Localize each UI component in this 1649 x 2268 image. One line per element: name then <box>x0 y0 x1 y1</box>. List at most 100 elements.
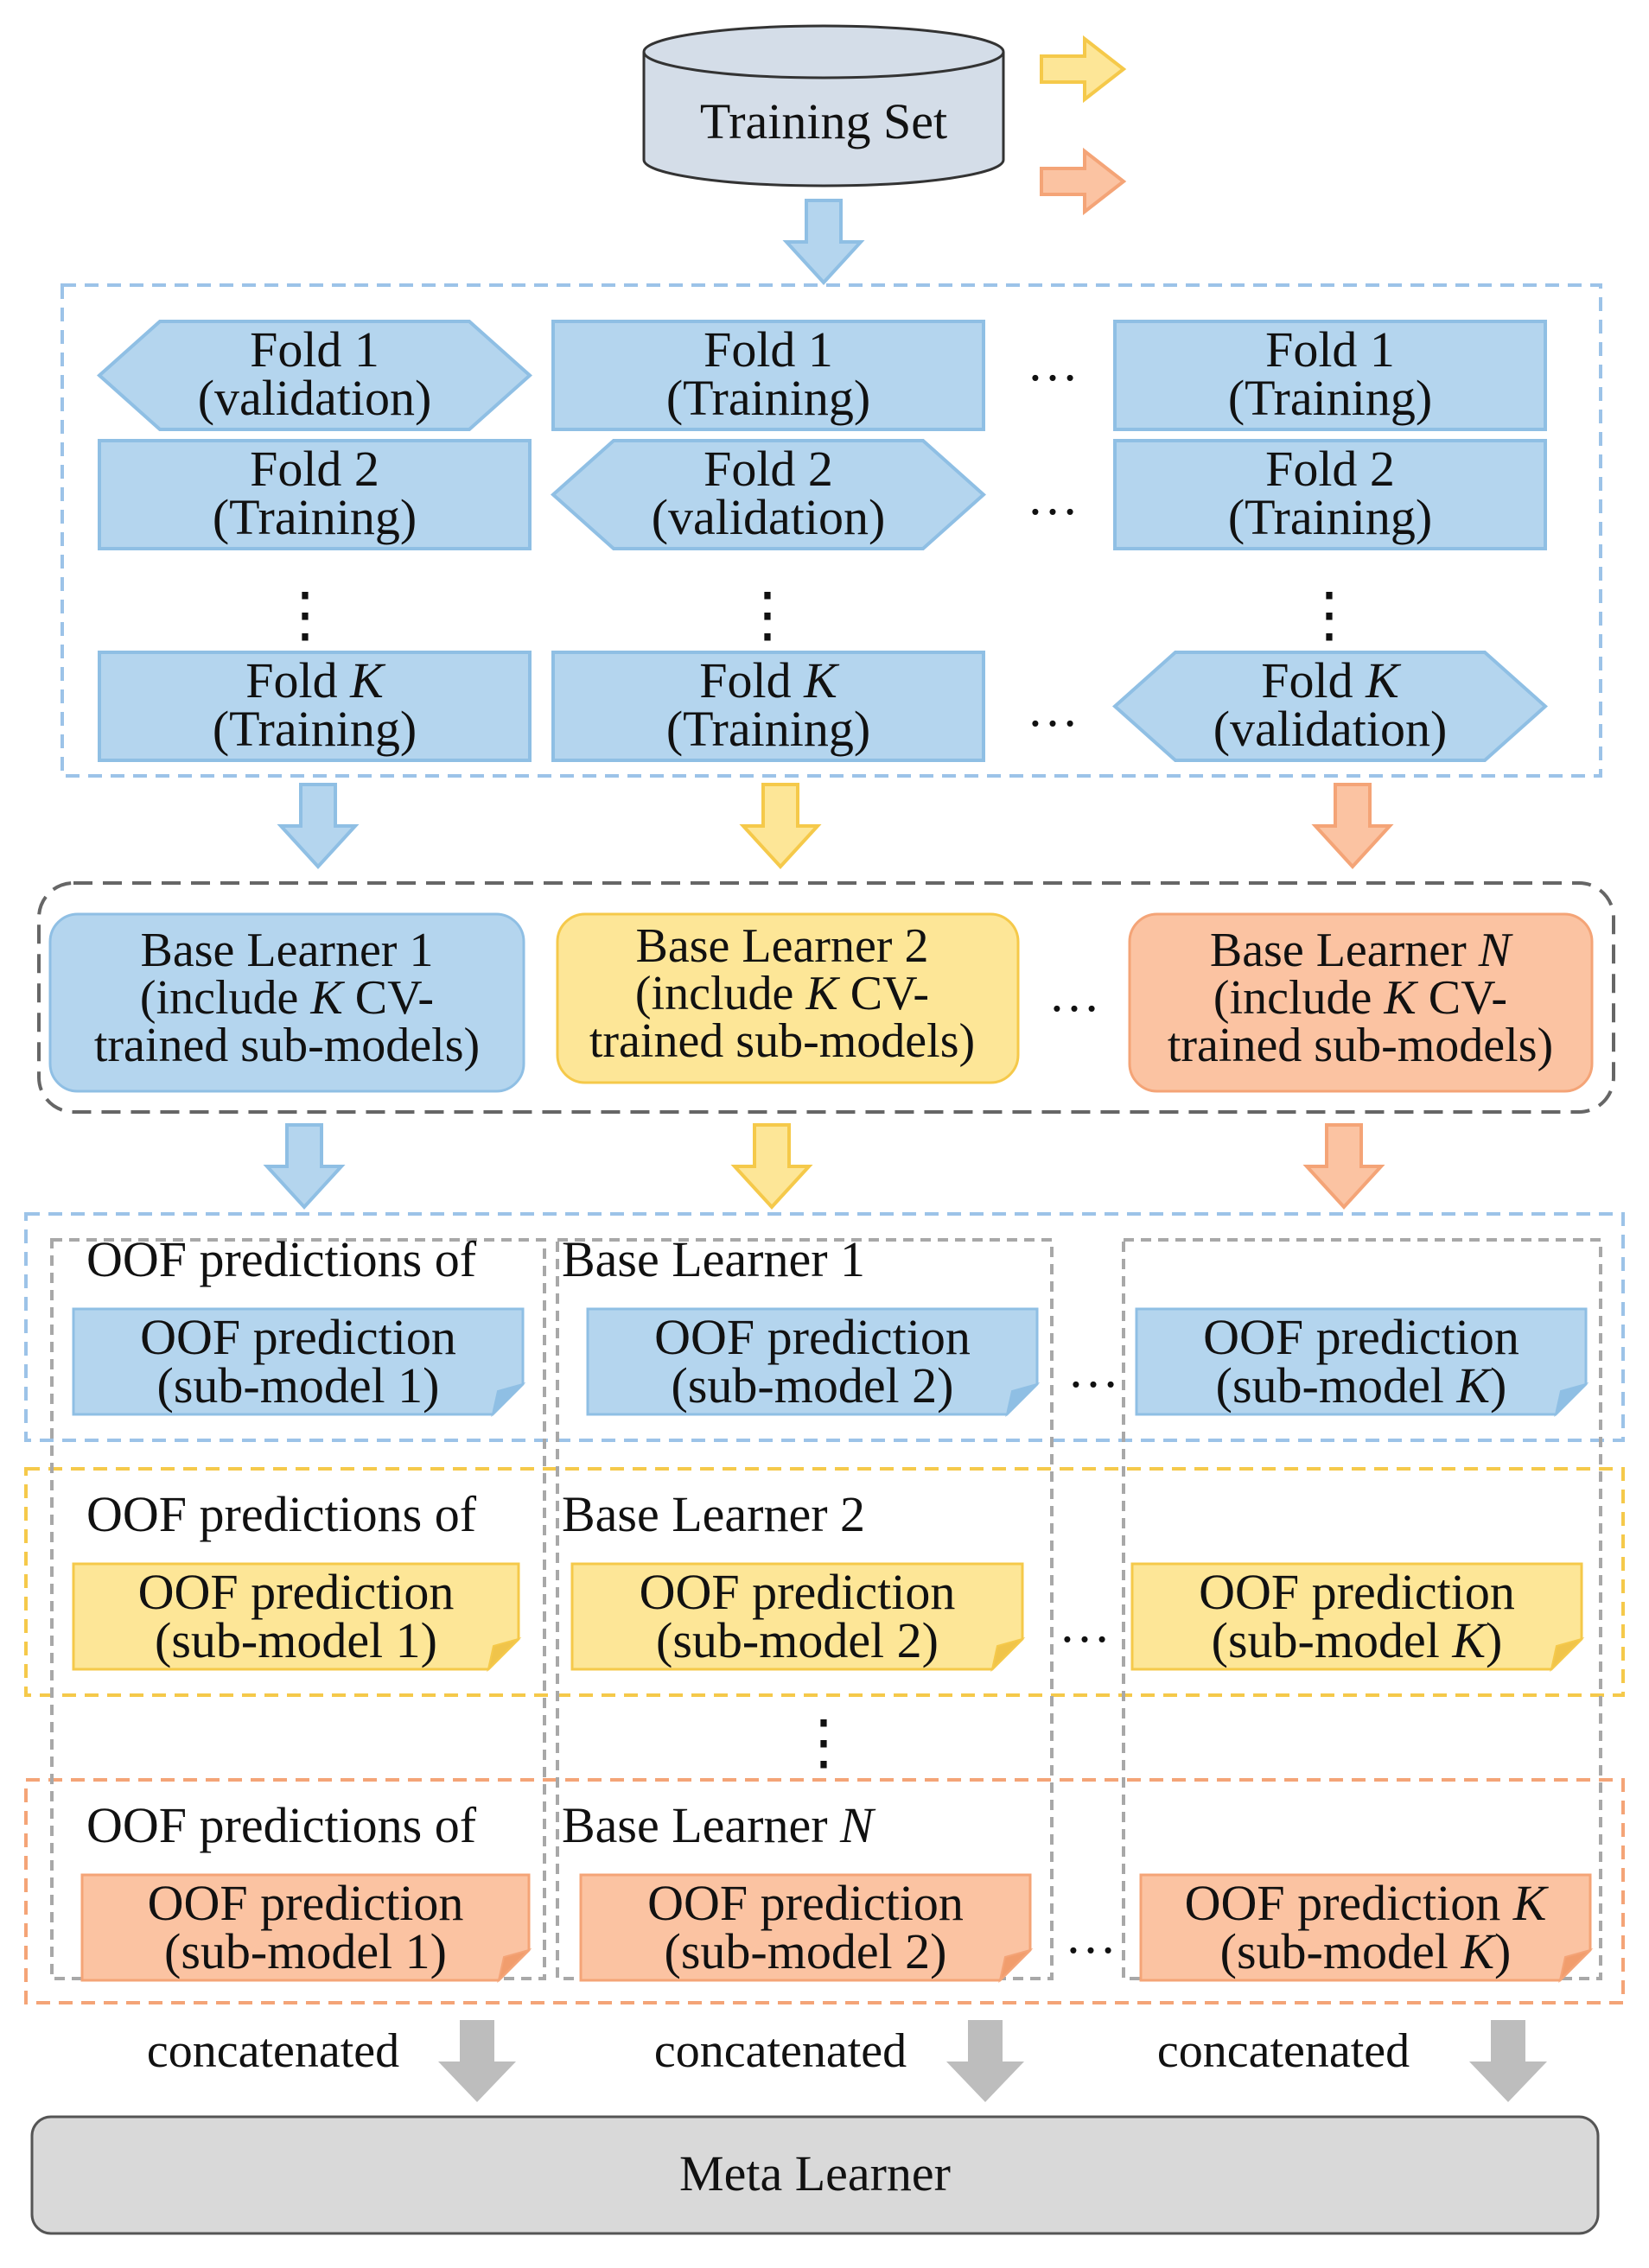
oof-card-line2: (sub-model 1) <box>164 1923 447 1979</box>
oof-card-line2: (sub-model 2) <box>672 1357 954 1414</box>
oof-card-submodel-k: OOF prediction K(sub-model K) <box>1139 1873 1594 1984</box>
folds-col3-vdots: ⋮ <box>1299 582 1359 649</box>
oof-group-n-container <box>24 1778 1625 2004</box>
fold-role: (Training) <box>213 489 417 545</box>
fold-2-col3: Fold 2(Training) <box>1113 439 1547 550</box>
concatenated-label-1: concatenated <box>147 2024 399 2078</box>
fold-name: Fold K <box>699 652 840 708</box>
oof-card-line2: (sub-model K) <box>1212 1612 1503 1668</box>
oof-card-submodel-2: OOF prediction(sub-model 2) <box>570 1562 1026 1673</box>
base-learner-n-line2: (include K CV- <box>1213 971 1507 1025</box>
legend-arrow-yellow <box>1040 35 1127 104</box>
oof-groups-vdots: ⋮ <box>793 1710 854 1776</box>
folds-grid: Fold 1(validation)Fold 2(Training)Fold K… <box>96 320 1549 762</box>
fold-name: Fold 1 <box>1265 321 1395 378</box>
concatenate-arrow-3 <box>1469 2020 1547 2102</box>
fold-1-col3: Fold 1(Training) <box>1113 320 1547 431</box>
arrow-down-base-2-to-oof <box>730 1123 813 1210</box>
meta-learner: Meta Learner <box>30 2115 1600 2235</box>
oof-group-ellipsis: … <box>1067 1341 1119 1398</box>
base-learner-n-title: Base Learner N <box>1210 924 1513 977</box>
fold-role: (validation) <box>652 489 886 545</box>
fold-name: Fold K <box>1261 652 1402 708</box>
oof-card-line1: OOF prediction K <box>1185 1875 1550 1931</box>
oof-card-line1: OOF prediction <box>1203 1309 1519 1365</box>
folds-col1-vdots: ⋮ <box>275 582 335 649</box>
base-learner-n-line3: trained sub-models) <box>1168 1019 1553 1072</box>
legend-arrow-orange <box>1040 147 1127 216</box>
oof-card-line2: (sub-model 2) <box>665 1923 947 1979</box>
fold-name: Fold 1 <box>704 321 833 378</box>
oof-card-line2: (sub-model 1) <box>155 1612 437 1668</box>
meta-learner-label: Meta Learner <box>679 2145 951 2201</box>
oof-group-header-left: OOF predictions of <box>86 1486 477 1542</box>
fold-role: (Training) <box>1228 489 1432 545</box>
concatenated-label-2: concatenated <box>654 2024 907 2078</box>
oof-card-line2: (sub-model 2) <box>656 1612 939 1668</box>
concatenate-arrow-2 <box>946 2020 1024 2102</box>
base-learner-n: Base Learner N (include K CV- trained su… <box>1128 912 1594 1093</box>
oof-card-submodel-1: OOF prediction(sub-model 1) <box>80 1873 532 1984</box>
folds-row2-ellipsis: … <box>1027 468 1079 525</box>
submodel-2-column <box>556 1238 1054 1980</box>
fold-name: Fold 1 <box>250 321 379 378</box>
arrow-down-base-1-to-oof <box>263 1123 346 1210</box>
folds-row1-ellipsis: … <box>1027 334 1079 391</box>
fold-1-col2: Fold 1(Training) <box>551 320 985 431</box>
oof-card-submodel-k: OOF prediction(sub-model K) <box>1135 1307 1589 1418</box>
oof-group-header-left: OOF predictions of <box>86 1797 477 1853</box>
oof-cards: OOF predictions of Base Learner 1 OOF pred… <box>72 1231 1594 1984</box>
base-learner-1-line3: trained sub-models) <box>94 1019 480 1072</box>
base-learner-2-line2: (include K CV- <box>635 967 929 1020</box>
training-set-cylinder: Training Set <box>642 24 1005 187</box>
oof-group-ellipsis: … <box>1065 1907 1117 1964</box>
oof-card-submodel-2: OOF prediction(sub-model 2) <box>586 1307 1041 1418</box>
arrow-down-training-to-folds <box>782 199 865 285</box>
oof-card-line1: OOF prediction <box>148 1875 464 1931</box>
fold-k-col2: Fold K(Training) <box>551 651 985 762</box>
base-learner-1: Base Learner 1 (include K CV- trained su… <box>48 912 525 1093</box>
oof-card-line2: (sub-model K) <box>1220 1923 1512 1979</box>
folds-row3-ellipsis: … <box>1027 680 1079 737</box>
oof-card-line1: OOF prediction <box>640 1564 956 1620</box>
oof-card-line1: OOF prediction <box>654 1309 971 1365</box>
oof-group-2: OOF predictions of Base Learner 2 OOF pred… <box>72 1486 1585 1673</box>
oof-group-1-container <box>24 1212 1625 1442</box>
base-learners-ellipsis: … <box>1048 965 1100 1022</box>
oof-group-n: OOF predictions of Base Learner N OOF pred… <box>80 1797 1594 1984</box>
oof-group-ellipsis: … <box>1059 1596 1111 1653</box>
oof-card-submodel-k: OOF prediction(sub-model K) <box>1130 1562 1585 1673</box>
oof-card-submodel-1: OOF prediction(sub-model 1) <box>72 1562 522 1673</box>
fold-name: Fold K <box>245 652 386 708</box>
fold-1-col1: Fold 1(validation) <box>96 320 533 431</box>
base-learner-2-title: Base Learner 2 <box>636 919 929 973</box>
oof-card-line1: OOF prediction <box>140 1309 456 1365</box>
folds-container <box>60 283 1602 778</box>
oof-card-submodel-2: OOF prediction(sub-model 2) <box>579 1873 1034 1984</box>
fold-name: Fold 2 <box>250 441 379 497</box>
fold-role: (Training) <box>213 701 417 757</box>
fold-role: (Training) <box>1228 370 1432 426</box>
fold-role: (Training) <box>666 370 870 426</box>
oof-card-line1: OOF prediction <box>647 1875 964 1931</box>
oof-group-header-right: Base Learner 1 <box>562 1231 865 1287</box>
fold-2-col2: Fold 2(validation) <box>550 439 987 550</box>
fold-k-col3: Fold K(validation) <box>1111 651 1549 762</box>
base-learner-2-line3: trained sub-models) <box>589 1014 975 1068</box>
fold-name: Fold 2 <box>1265 441 1395 497</box>
oof-card-line2: (sub-model K) <box>1216 1357 1507 1414</box>
base-learner-2: Base Learner 2 (include K CV- trained su… <box>556 912 1020 1084</box>
base-learner-1-line2: (include K CV- <box>140 971 434 1025</box>
oof-group-header-right: Base Learner 2 <box>562 1486 865 1542</box>
oof-group-header-left: OOF predictions of <box>86 1231 477 1287</box>
base-learners-container <box>37 881 1615 1114</box>
fold-role: (validation) <box>198 370 432 426</box>
arrow-down-folds-to-base-2 <box>739 783 822 869</box>
concatenated-label-3: concatenated <box>1157 2024 1410 2078</box>
arrow-down-folds-to-base-1 <box>277 783 360 869</box>
base-learner-1-title: Base Learner 1 <box>141 924 434 977</box>
concatenate-arrow-1 <box>438 2020 516 2102</box>
oof-group-header-right: Base Learner N <box>562 1797 876 1853</box>
arrow-down-folds-to-base-n <box>1311 783 1394 869</box>
